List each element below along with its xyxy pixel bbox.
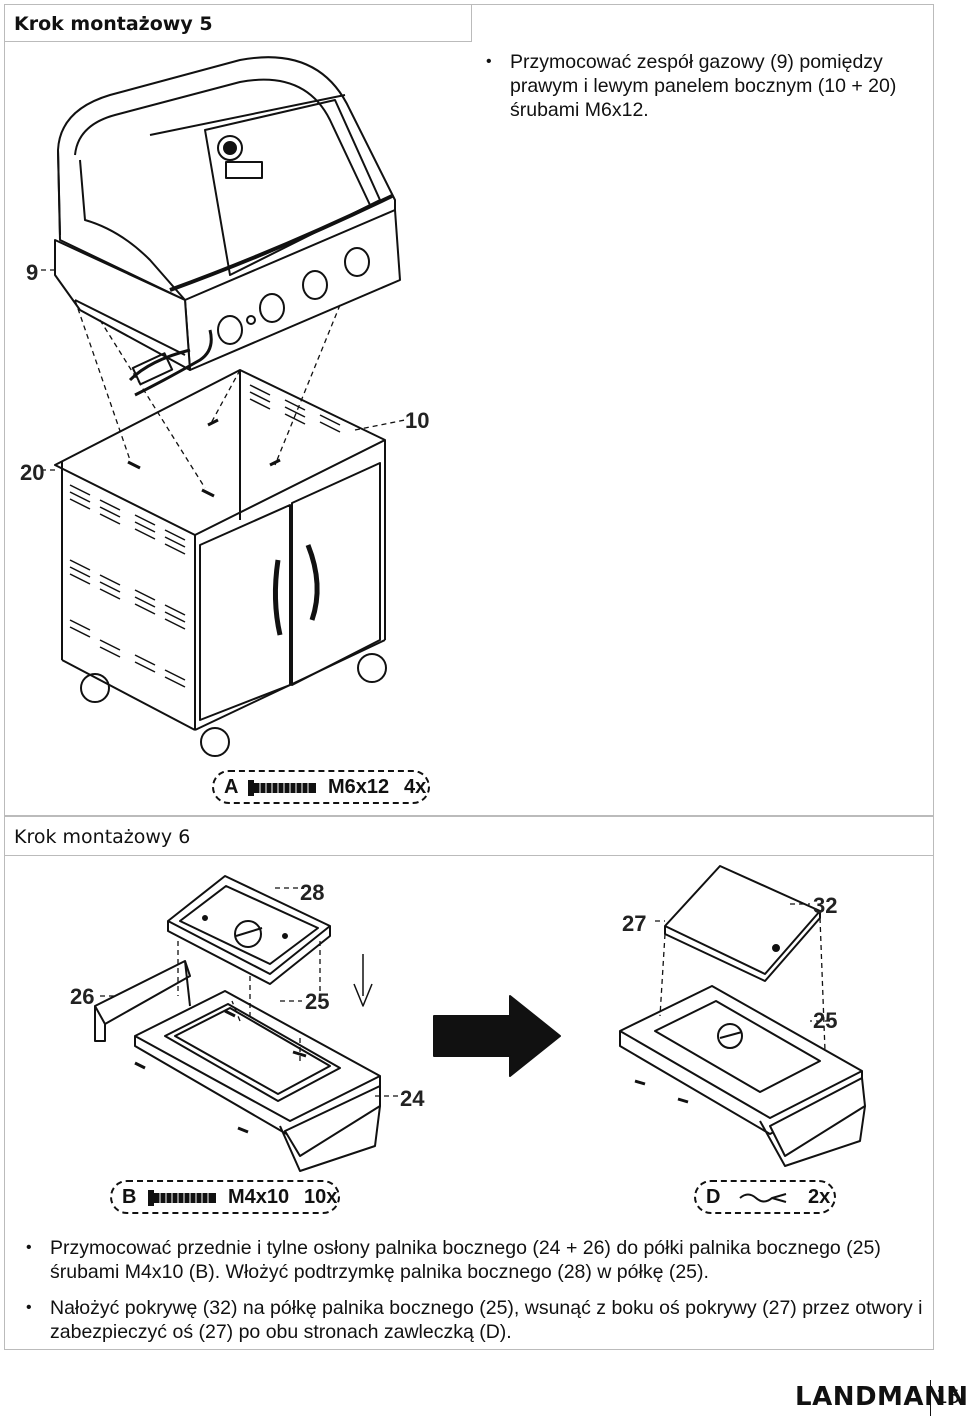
hardware-b-size: M4x10 [228, 1186, 290, 1208]
cotter-pin-icon [739, 1193, 787, 1203]
part-label-27: 27 [622, 911, 646, 936]
step6-title: Krok montażowy 6 [14, 826, 191, 848]
page-number: 15 [936, 1386, 961, 1408]
part-label-32: 32 [813, 893, 837, 918]
step5-instructions: Przymocować zespół gazowy (9) pomiędzy p… [478, 50, 928, 134]
step5-panel [4, 4, 934, 816]
hardware-a-size: M6x12 [328, 776, 390, 798]
hardware-a-letter: A [224, 776, 239, 798]
brand-logo: LANDMANN [795, 1382, 969, 1412]
screw-icon [248, 780, 316, 796]
hardware-d-letter: D [706, 1186, 721, 1208]
part-label-20: 20 [20, 460, 44, 485]
part-label-24: 24 [400, 1086, 425, 1111]
step5-title: Krok montażowy 5 [14, 13, 213, 35]
hardware-d-box: D 2x [694, 1180, 836, 1214]
part-label-10: 10 [405, 408, 429, 433]
part-label-25-left: 25 [305, 989, 329, 1014]
footer-divider [930, 1380, 931, 1416]
part-label-9: 9 [26, 260, 38, 285]
step6-instruction-1: Przymocować przednie i tylne osłony paln… [18, 1236, 928, 1284]
hardware-b-box: B M4x10 10x [110, 1180, 340, 1214]
part-label-25-right: 25 [813, 1008, 837, 1033]
side-burner-illustration: 28 26 25 24 27 32 25 [70, 865, 866, 1172]
hardware-b-letter: B [122, 1186, 137, 1208]
part-label-26: 26 [70, 984, 94, 1009]
step6-title-box [4, 816, 934, 856]
grill-assembly-illustration: 9 10 20 [20, 56, 429, 757]
step5-instruction-1: Przymocować zespół gazowy (9) pomiędzy p… [478, 50, 928, 122]
hardware-a-qty: 4x [404, 776, 427, 798]
part-label-28: 28 [300, 880, 324, 905]
hardware-a-box: A M6x12 4x [212, 770, 430, 804]
screw-icon [148, 1190, 216, 1206]
hardware-d-qty: 2x [808, 1186, 831, 1208]
hardware-b-qty: 10x [304, 1186, 338, 1208]
step6-instruction-2: Nałożyć pokrywę (32) na półkę palnika bo… [18, 1296, 928, 1344]
step6-instructions: Przymocować przednie i tylne osłony paln… [18, 1236, 928, 1356]
